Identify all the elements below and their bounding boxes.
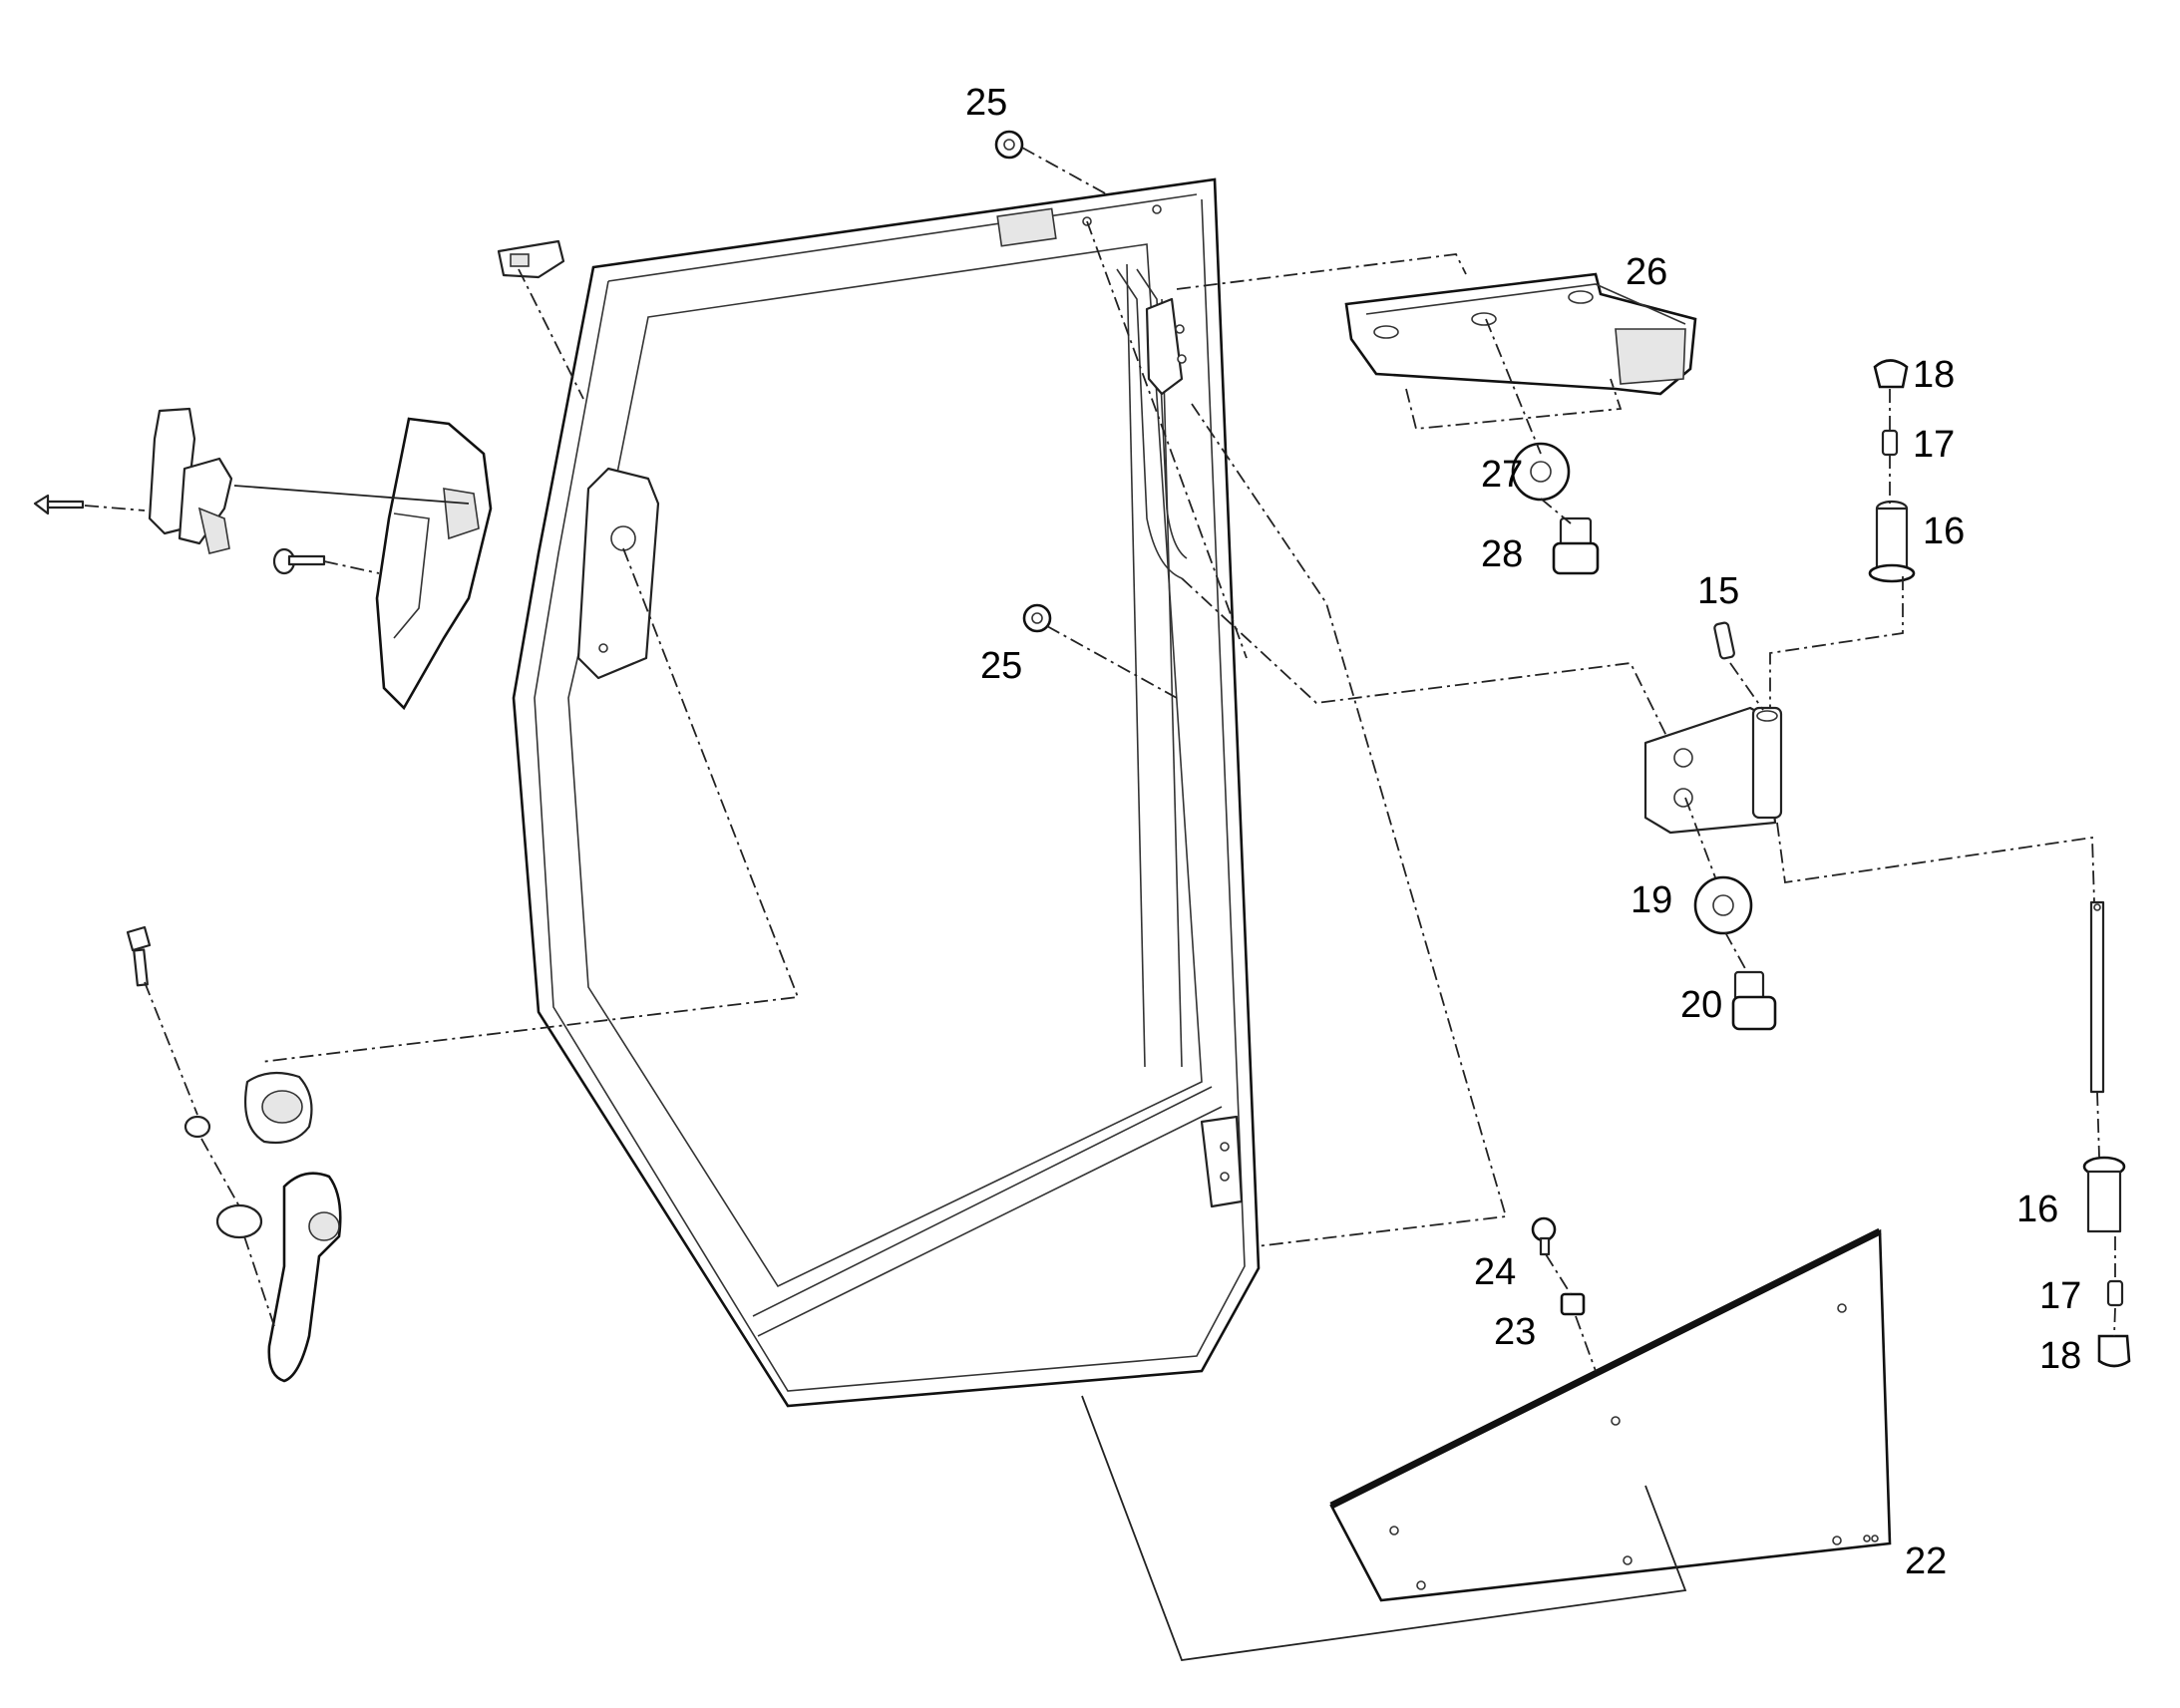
hinge-pin-rod [2089,900,2105,1094]
callout-25-top: 25 [965,82,1007,124]
callout-24: 24 [1474,1251,1516,1293]
handle-assembly [126,925,342,1383]
grease-fitting-17-bottom [2106,1279,2124,1307]
callout-18-top: 18 [1913,354,1955,396]
callout-19: 19 [1631,879,1672,921]
callout-labels: 25 25 26 27 28 18 17 16 15 19 20 16 17 1… [965,82,2081,1582]
callout-18-bottom: 18 [2039,1335,2081,1377]
grease-fitting-17-top [1881,429,1899,457]
cap-nut-25-top [994,130,1024,160]
callout-25-middle: 25 [980,645,1022,687]
callout-16-bottom: 16 [2016,1189,2058,1230]
bolt-20 [1731,970,1777,1031]
pin-15 [1713,621,1735,660]
callout-17-top: 17 [1913,424,1955,466]
callout-22: 22 [1905,1540,1947,1582]
bushing-16-bottom [2082,1156,2126,1233]
leader-lines [84,147,2116,1661]
bushing-16-top [1868,500,1916,583]
clip-nut-23 [1560,1292,1586,1316]
callout-16-top: 16 [1923,511,1965,552]
callout-17-bottom: 17 [2039,1275,2081,1317]
cap-18-bottom [2097,1334,2131,1368]
lower-panel-22 [1329,1227,1892,1602]
washer-27 [1511,442,1571,502]
cap-18-top [1873,359,1909,389]
callout-28: 28 [1481,533,1523,575]
cap-nut-25-middle [1022,603,1052,633]
door-frame [512,177,1261,1408]
callout-15: 15 [1697,570,1739,612]
latch-assembly [33,239,565,711]
rivet-24 [1531,1216,1557,1256]
bolt-28 [1552,516,1600,575]
callout-26: 26 [1626,251,1667,293]
hinge-leaf [1643,706,1783,835]
callout-20: 20 [1680,984,1722,1026]
washer-19 [1693,875,1753,935]
upper-hinge-bracket [1344,272,1697,396]
callout-27: 27 [1481,454,1523,496]
callout-23: 23 [1494,1311,1536,1353]
